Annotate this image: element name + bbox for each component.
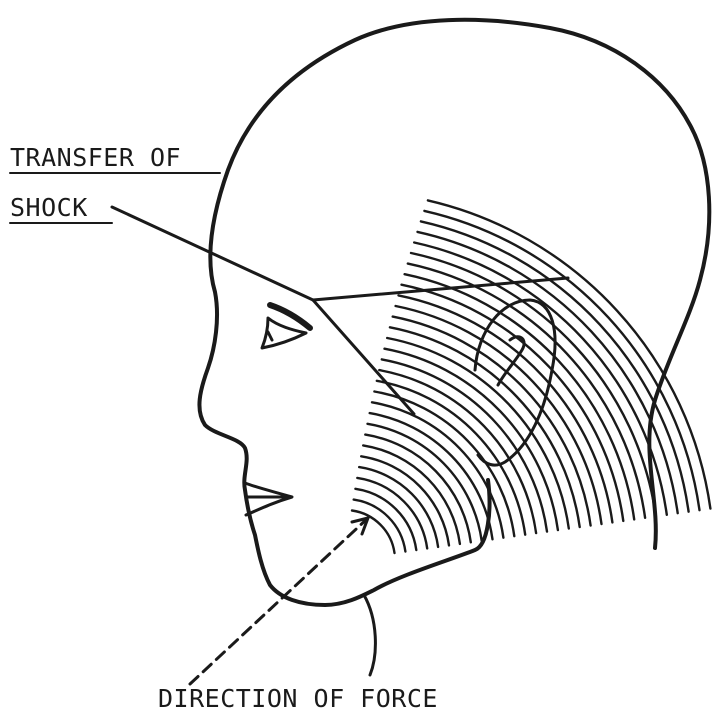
shock-wave-arc [372, 402, 503, 537]
shock-wave-arc [379, 370, 536, 533]
shock-wave-arc [359, 467, 438, 547]
transfer-label-line1: TRANSFER OF [10, 145, 181, 170]
shock-wave-arcs [352, 200, 710, 553]
shock-wave-arc [387, 338, 569, 529]
shock-wave-arc [418, 232, 678, 513]
shock-wave-arc [357, 478, 427, 549]
transfer-label-line2: SHOCK [10, 195, 88, 220]
mouth [245, 483, 292, 515]
ear [475, 300, 555, 465]
direction-label: DIRECTION OF FORCE [158, 686, 438, 711]
force-arrow-line [190, 518, 368, 684]
eye-pupil [268, 332, 272, 340]
shock-wave-arc [368, 424, 482, 541]
neck-line [364, 595, 375, 675]
